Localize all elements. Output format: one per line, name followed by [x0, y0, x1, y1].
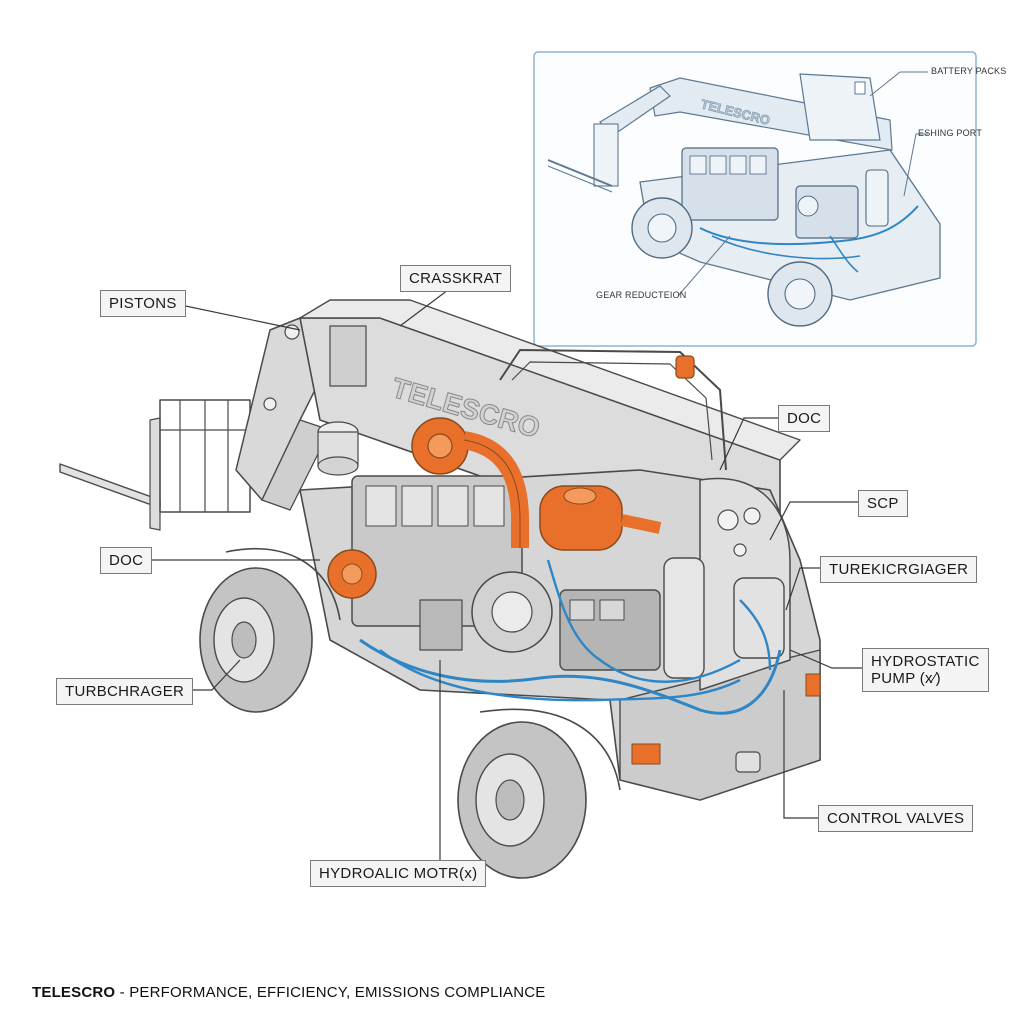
callout-doc-top: DOC	[778, 405, 831, 432]
callout-hydrostatic-line2: PUMP (x⁄)	[871, 670, 941, 687]
callout-hydrostatic-line1: HYDROSTATIC	[871, 653, 980, 670]
callout-pistons: PISTONS	[100, 290, 186, 317]
callout-turekicrgiager: TUREKICRGIAGER	[820, 556, 978, 583]
inset-panel: TELESCRO	[533, 51, 977, 347]
inset-label-gear-reduction: GEAR REDUCTEION	[596, 290, 687, 300]
telehandler-main: TELESCRO	[59, 299, 821, 879]
callout-crasskrat: CRASSKRAT	[400, 265, 512, 292]
leader-lines	[150, 289, 862, 860]
inset-label-eshing-port: ESHING PORT	[918, 128, 983, 138]
caption-brand: TELESCRO	[32, 984, 116, 1001]
callout-doc-left: DOC	[100, 547, 153, 574]
callout-hydrostatic-pump: HYDROSTATIC PUMP (x⁄)	[862, 648, 989, 692]
callout-scp: SCP	[858, 490, 908, 517]
caption: TELESCRO - PERFORMANCE, EFFICIENCY, EMIS…	[32, 984, 546, 1001]
caption-text: - PERFORMANCE, EFFICIENCY, EMISSIONS COM…	[115, 984, 546, 1001]
callout-turbchrager: TURBCHRAGER	[56, 678, 194, 705]
callout-control-valves: CONTROL VALVES	[818, 805, 974, 832]
inset-label-battery-packs: BATTERY PACKS	[931, 66, 1007, 76]
callout-hydroalic-motor: HYDROALIC MOTR(x)	[310, 860, 487, 887]
